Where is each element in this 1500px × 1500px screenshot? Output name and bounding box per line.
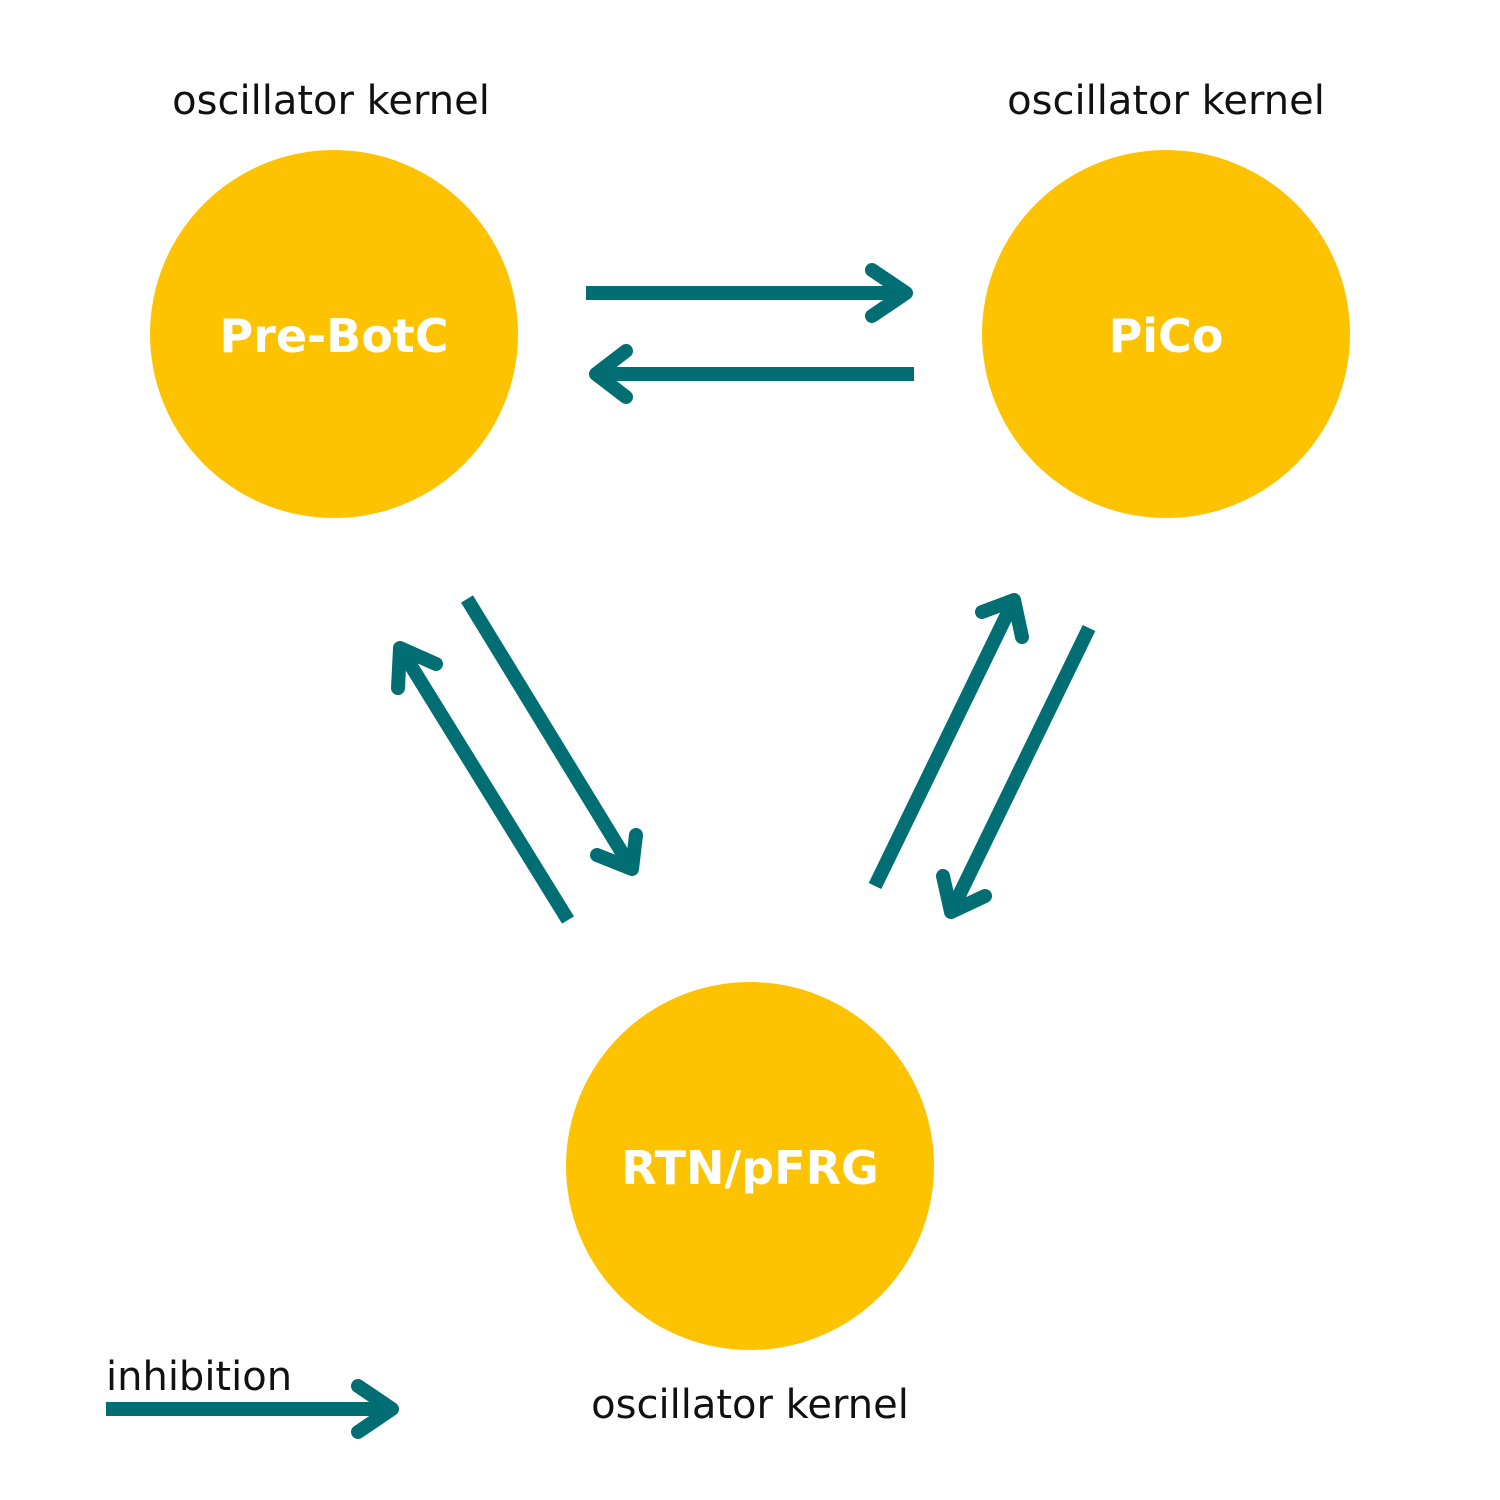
prebotc-node: Pre-BotC (150, 150, 518, 518)
prebotc-label: Pre-BotC (219, 309, 448, 363)
rtn-kernel-label: oscillator kernel (591, 1382, 909, 1428)
arrow-pico-to-prebotc (589, 344, 914, 404)
legend-label: inhibition (106, 1354, 292, 1400)
rtn-node: RTN/pFRG (566, 982, 934, 1350)
arrow-prebotc-to-pico (586, 263, 913, 323)
arrow-prebotc-to-rtn (461, 595, 643, 876)
arrow-rtn-to-prebotc (391, 641, 574, 924)
pico-kernel-label: oscillator kernel (1007, 78, 1325, 124)
arrow-pico-to-rtn (936, 624, 1096, 919)
prebotc-kernel-label: oscillator kernel (172, 78, 490, 124)
pico-label: PiCo (1109, 309, 1224, 363)
pico-node: PiCo (982, 150, 1350, 518)
rtn-label: RTN/pFRG (621, 1141, 879, 1195)
right-arrow-icon (106, 1379, 399, 1439)
arrow-rtn-to-pico (868, 593, 1029, 890)
legend: inhibition (106, 1354, 399, 1439)
